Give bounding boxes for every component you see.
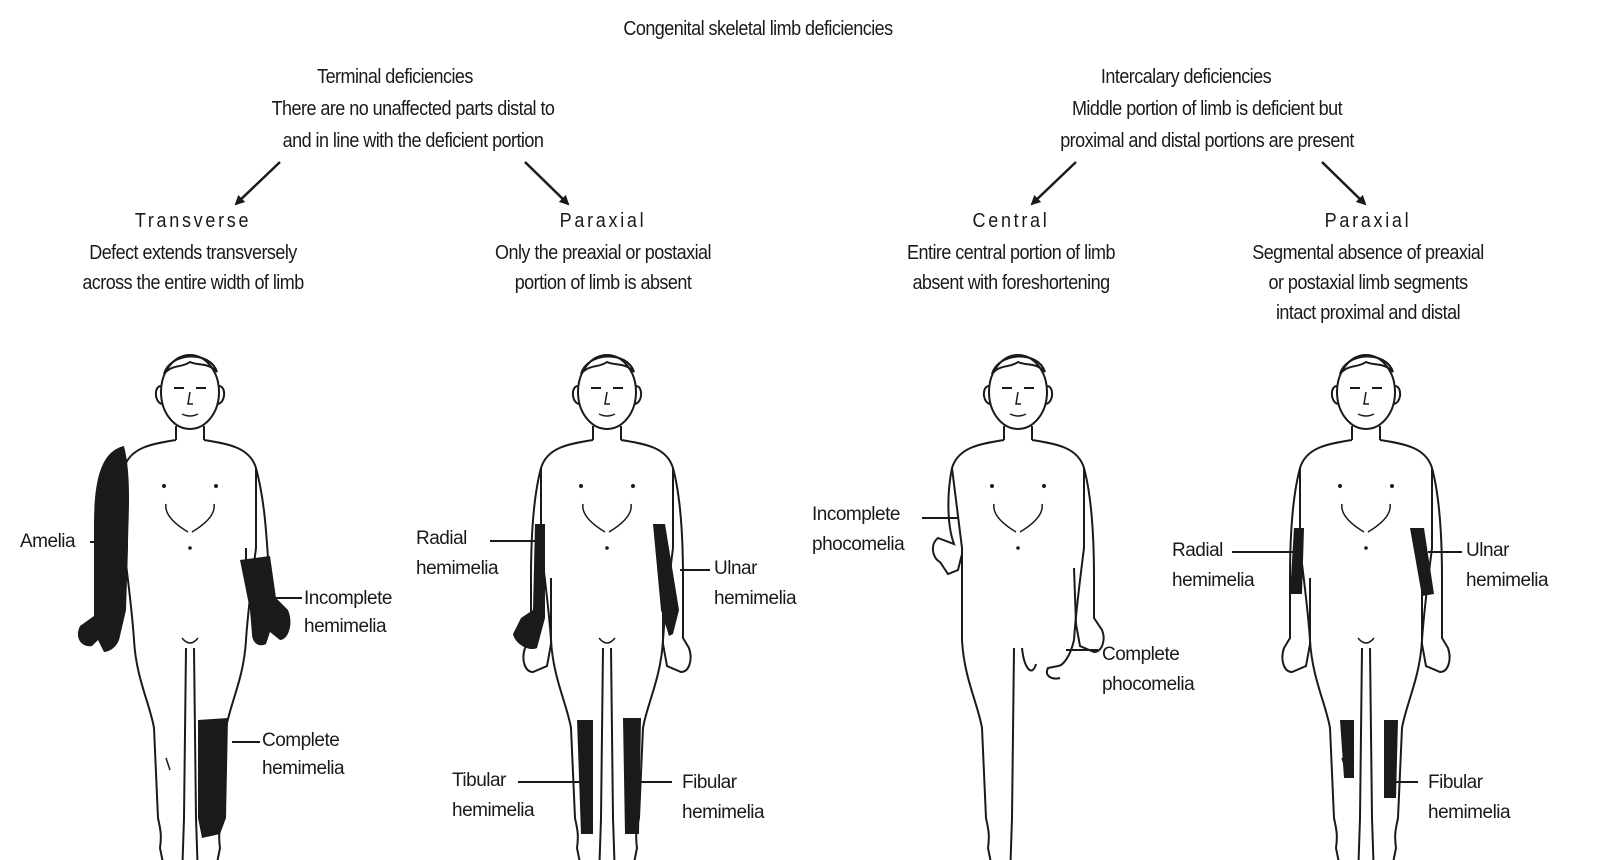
label-fibular-hemimelia-2: hemimelia (682, 798, 764, 827)
arrow-to-central (1032, 162, 1076, 204)
intercalary-heading: Intercalary deficiencies (1101, 62, 1271, 92)
figure-transverse (78, 355, 291, 860)
terminal-desc-line2: and in line with the deficient portion (283, 126, 544, 156)
label-ulnar-hemimelia-1: Ulnar (714, 554, 757, 583)
label-incomplete-hemimelia-2: hemimelia (304, 612, 386, 641)
label-incomplete-phocomelia-2: phocomelia (812, 530, 904, 559)
label-radial-hemimelia-col4-2: hemimelia (1172, 566, 1254, 595)
transverse-heading: Transverse (135, 206, 251, 236)
central-desc-line2: absent with foreshortening (912, 268, 1109, 298)
figure-paraxial-terminal (513, 355, 691, 860)
label-complete-hemimelia-1: Complete (262, 726, 339, 755)
arrow-to-paraxial-intercalary (1322, 162, 1365, 204)
arrow-to-paraxial-terminal (525, 162, 568, 204)
label-fibular-hemimelia-col4-2: hemimelia (1428, 798, 1510, 827)
central-heading: Central (973, 206, 1050, 236)
label-complete-phocomelia-2: phocomelia (1102, 670, 1194, 699)
label-fibular-hemimelia-1: Fibular (682, 768, 737, 797)
paraxial-terminal-desc-line1: Only the preaxial or postaxial (495, 238, 711, 268)
paraxial-intercalary-desc-line3: intact proximal and distal (1276, 298, 1460, 328)
paraxial-terminal-heading: Paraxial (560, 206, 647, 236)
label-ulnar-hemimelia-2: hemimelia (714, 584, 796, 613)
paraxial-intercalary-heading: Paraxial (1325, 206, 1412, 236)
label-radial-hemimelia-2: hemimelia (416, 554, 498, 583)
diagram-title: Congenital skeletal limb deficiencies (623, 14, 892, 44)
label-complete-phocomelia-1: Complete (1102, 640, 1179, 669)
terminal-desc-line1: There are no unaffected parts distal to (272, 94, 555, 124)
figure-paraxial-intercalary (1282, 355, 1449, 860)
figure-central (933, 355, 1104, 860)
label-tibular-hemimelia-2: hemimelia (452, 796, 534, 825)
label-tibular-hemimelia-1: Tibular (452, 766, 506, 795)
paraxial-intercalary-desc-line1: Segmental absence of preaxial (1252, 238, 1484, 268)
transverse-desc-line2: across the entire width of limb (82, 268, 303, 298)
label-incomplete-hemimelia-1: Incomplete (304, 584, 392, 613)
label-ulnar-hemimelia-col4-1: Ulnar (1466, 536, 1509, 565)
terminal-heading: Terminal deficiencies (317, 62, 473, 92)
intercalary-desc-line1: Middle portion of limb is deficient but (1072, 94, 1342, 124)
label-complete-hemimelia-2: hemimelia (262, 754, 344, 783)
central-desc-line1: Entire central portion of limb (907, 238, 1115, 268)
paraxial-intercalary-desc-line2: or postaxial limb segments (1268, 268, 1467, 298)
label-radial-hemimelia-1: Radial (416, 524, 467, 553)
paraxial-terminal-desc-line2: portion of limb is absent (515, 268, 692, 298)
arrow-to-transverse (236, 162, 280, 204)
label-incomplete-phocomelia-1: Incomplete (812, 500, 900, 529)
label-radial-hemimelia-col4-1: Radial (1172, 536, 1223, 565)
label-ulnar-hemimelia-col4-2: hemimelia (1466, 566, 1548, 595)
label-fibular-hemimelia-col4-1: Fibular (1428, 768, 1483, 797)
intercalary-desc-line2: proximal and distal portions are present (1060, 126, 1354, 156)
transverse-desc-line1: Defect extends transversely (89, 238, 297, 268)
label-amelia: Amelia (20, 527, 75, 556)
